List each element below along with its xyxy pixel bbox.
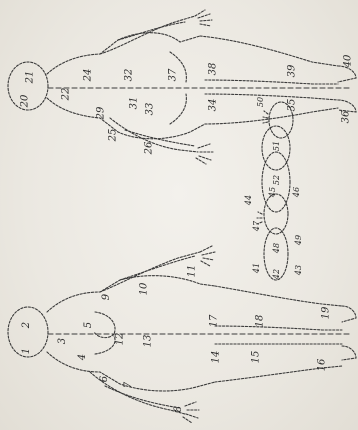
region-label: 50: [257, 97, 265, 107]
region-label: 14: [211, 351, 221, 364]
region-label: 52: [273, 175, 281, 185]
region-label: 48: [273, 243, 281, 253]
region-label: 13: [143, 335, 153, 348]
region-label: 25: [108, 129, 118, 142]
region-label: 31: [129, 97, 139, 110]
region-label: 42: [273, 269, 281, 279]
region-label: 16: [317, 359, 327, 372]
region-label: 21: [25, 71, 35, 84]
region-label: 38: [208, 63, 218, 76]
region-label: 12: [115, 333, 125, 346]
region-label: 11: [187, 265, 197, 278]
region-label: 6: [100, 376, 110, 382]
region-label: 43: [295, 265, 303, 275]
region-label: 33: [145, 103, 155, 116]
region-label: 3: [58, 338, 68, 344]
region-label: 4: [78, 354, 88, 360]
region-label: 26: [144, 142, 154, 155]
region-label: 8: [174, 406, 184, 412]
region-label: 17: [209, 315, 219, 328]
region-label: 24: [83, 69, 93, 82]
front-figure-outline: [8, 246, 356, 423]
region-label: 35: [287, 99, 297, 112]
region-label: 18: [255, 315, 265, 328]
region-label: 7: [124, 382, 134, 388]
region-label: 5: [84, 322, 94, 328]
region-label: 29: [96, 107, 106, 120]
region-label: 49: [295, 235, 303, 245]
region-label: 47: [253, 221, 261, 231]
region-label: 19: [321, 307, 331, 320]
region-label: 46: [293, 187, 301, 197]
region-label: 2: [22, 322, 32, 328]
region-label: 41: [253, 263, 261, 273]
region-label: 40: [343, 55, 353, 68]
region-label: 9: [102, 294, 112, 300]
region-label: 22: [61, 88, 71, 101]
region-label: 36: [341, 111, 351, 124]
region-label: 39: [287, 65, 297, 78]
region-label: 34: [208, 99, 218, 112]
region-label: 45: [269, 187, 277, 197]
region-label: 20: [20, 95, 30, 108]
region-label: 44: [245, 195, 253, 205]
region-label: 1: [22, 348, 32, 354]
region-label: 15: [251, 351, 261, 364]
region-label: 32: [124, 69, 134, 82]
region-label: 51: [273, 141, 281, 151]
region-label: 37: [168, 69, 178, 82]
region-label: 10: [139, 283, 149, 296]
